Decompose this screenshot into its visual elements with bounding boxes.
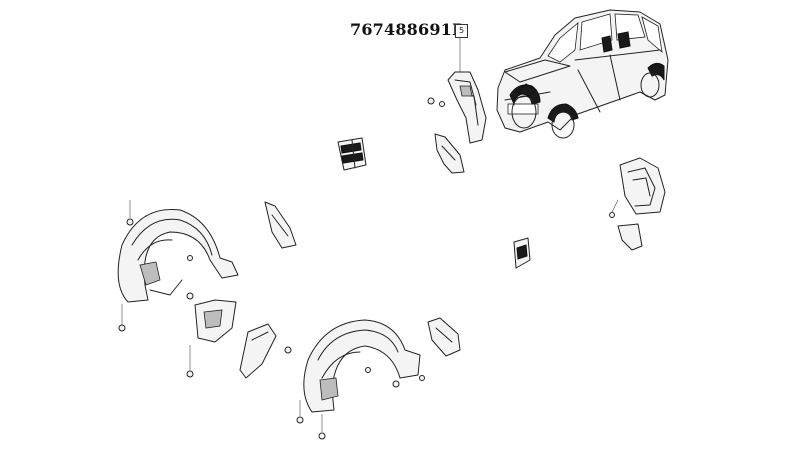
vehicle-illustration bbox=[496, 9, 669, 139]
part-number-label: 767488691R bbox=[350, 20, 466, 39]
rear-left-wheel-arch-liner bbox=[296, 319, 425, 440]
callout-box: 5 bbox=[455, 24, 468, 38]
inner-bracket-left bbox=[186, 292, 237, 378]
clip-bracket bbox=[513, 237, 531, 269]
front-left-mud-flap bbox=[264, 201, 297, 249]
front-left-wheel-arch-liner bbox=[117, 200, 239, 332]
front-inner-wing-liner bbox=[427, 71, 487, 144]
rear-right-mud-flap bbox=[617, 223, 643, 251]
rear-left-mud-flap bbox=[427, 317, 461, 357]
front-mud-flap bbox=[434, 133, 465, 174]
vent-grille bbox=[337, 137, 367, 171]
rear-right-wing-liner bbox=[609, 157, 666, 218]
inner-bracket-right bbox=[239, 323, 292, 379]
